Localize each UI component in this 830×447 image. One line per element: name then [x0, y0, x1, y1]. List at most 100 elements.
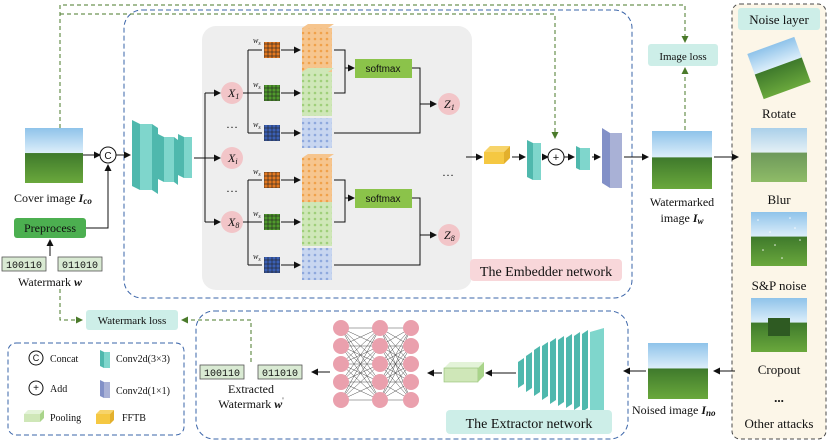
preprocess-line — [86, 164, 112, 229]
preprocess-box — [14, 218, 86, 238]
concat-node-label: C — [104, 151, 111, 162]
legend-fftb: FFTB — [122, 413, 146, 424]
legend-pooling: Pooling — [50, 413, 81, 424]
svg-text:ws: ws — [253, 252, 261, 263]
z8-node — [438, 224, 460, 246]
preprocess-label: Preprocess — [24, 221, 76, 235]
weight-labels: ws ws ws ws ws ws — [253, 36, 261, 263]
softmax-bottom-out — [334, 197, 421, 266]
legend-add-icon — [28, 380, 44, 396]
x1-node — [221, 82, 243, 104]
extractor-conv-stack — [518, 328, 604, 414]
watermarked-image — [652, 131, 712, 189]
add-node-label: + — [553, 152, 559, 164]
blur-image — [751, 128, 807, 182]
noised-label: Noised image Ino — [632, 403, 716, 418]
extracted-bits-right-box — [257, 364, 303, 380]
watermark-loss-box — [86, 310, 178, 330]
watermark-loss-line — [59, 289, 83, 324]
legend-fftb-icon — [96, 410, 114, 424]
z8-label: Z8 — [444, 228, 455, 243]
extractor-title: The Extractor network — [466, 417, 593, 432]
extracted-label1: Extracted — [228, 382, 274, 396]
attack-cropout: Cropout — [758, 362, 801, 377]
feature-maps — [302, 24, 334, 280]
embedder-conv-right — [527, 140, 541, 180]
cover-label: Cover image Ico — [14, 191, 92, 206]
watermark-bits-left-box — [1, 256, 47, 272]
legend-conv33: Conv2d(3×3) — [116, 354, 170, 365]
bottom-branch-lines — [243, 179, 262, 266]
legend-conv33-icon — [100, 350, 110, 368]
embedder-conv-blocks — [132, 120, 192, 194]
svg-text:ws: ws — [253, 120, 261, 131]
watermarked-line1: Watermarked — [650, 195, 714, 209]
x1-label: X1 — [227, 86, 239, 101]
feedback-line-top — [59, 4, 689, 128]
extracted-bits-left-box — [199, 364, 245, 380]
cover-image — [25, 128, 83, 183]
svg-text:C: C — [33, 353, 40, 363]
z1-label: Z1 — [444, 97, 455, 112]
noise-title-box — [738, 8, 820, 30]
z-dots: … — [442, 165, 454, 179]
image-loss-box — [648, 44, 718, 66]
legend-frame — [7, 342, 185, 436]
extractor-mlp — [333, 320, 419, 408]
watermark-bits-right: 011010 — [62, 261, 98, 272]
svg-text:+: + — [33, 383, 39, 394]
softmax-bottom-box — [355, 189, 412, 208]
kernel-arrows — [281, 46, 301, 269]
legend-concat-icon — [28, 350, 44, 366]
svg-text:ws: ws — [253, 167, 261, 178]
extractor-title-box — [446, 410, 612, 434]
z1-node — [438, 93, 460, 115]
rotate-image — [747, 36, 811, 100]
watermark-bits-left: 100110 — [6, 261, 42, 272]
fftb-block — [484, 146, 510, 152]
kernels — [264, 42, 280, 273]
xi-node — [221, 147, 243, 169]
to-softmax-bottom — [334, 179, 346, 223]
svg-text:ws: ws — [253, 209, 261, 220]
dots-lower: … — [226, 181, 238, 195]
noise-title: Noise layer — [749, 12, 809, 27]
extracted-bits-right: 011010 — [262, 369, 298, 380]
extracted-label2: Watermark w' — [218, 396, 284, 411]
xi-label: Xi — [227, 151, 238, 166]
embedder-conv11 — [602, 128, 622, 188]
legend-add: Add — [50, 384, 67, 395]
image-loss-label: Image loss — [659, 51, 706, 63]
feedback-line-top2 — [60, 13, 559, 139]
embedder-title-box — [470, 259, 622, 281]
x8-label: X8 — [227, 215, 239, 230]
attack-rotate: Rotate — [762, 106, 796, 121]
dots-upper: … — [226, 117, 238, 131]
softmax-top-label: softmax — [365, 64, 400, 75]
attack-sp-noise: S&P noise — [752, 278, 807, 293]
softmax-top-box — [355, 59, 412, 78]
top-branch-lines — [243, 49, 262, 134]
legend-conv11: Conv2d(1×1) — [116, 386, 170, 397]
embedder-conv-right2 — [576, 146, 590, 170]
legend-pooling-icon — [24, 410, 44, 422]
attack-other: Other attacks — [745, 416, 814, 431]
watermarked-line2: image Iw — [660, 211, 704, 226]
embedder-frame — [123, 9, 633, 299]
noised-image — [648, 343, 708, 399]
extractor-pooling — [443, 362, 484, 383]
watermark-loss-label: Watermark loss — [98, 315, 166, 327]
svg-text:ws: ws — [253, 36, 261, 47]
legend-concat: Concat — [50, 354, 79, 365]
branch-lines — [194, 92, 220, 223]
legend-conv11-icon — [100, 380, 110, 398]
watermark-bits-right-box — [57, 256, 103, 272]
watermark-label: Watermark w — [18, 275, 83, 289]
embedder-title: The Embedder network — [480, 265, 612, 280]
noise-more: ... — [774, 390, 784, 405]
attack-blur: Blur — [767, 192, 791, 207]
x8-node — [221, 211, 243, 233]
extracted-bits-left: 100110 — [204, 369, 240, 380]
